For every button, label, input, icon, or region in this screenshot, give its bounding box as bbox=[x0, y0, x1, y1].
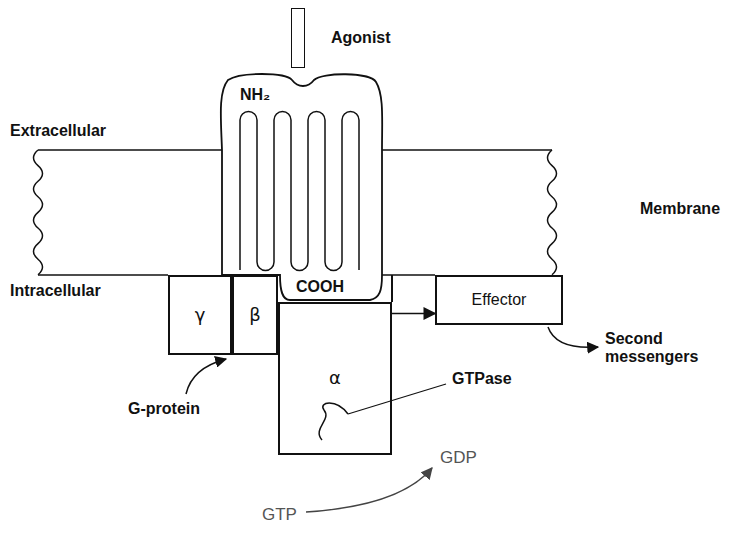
receptor-outline bbox=[215, 70, 387, 302]
node-text: γ bbox=[195, 305, 206, 326]
leader-line bbox=[348, 384, 446, 414]
node-text: α bbox=[329, 368, 341, 389]
terminus-label: COOH bbox=[296, 278, 344, 296]
receptor-shape: NH₂ COOH bbox=[215, 70, 387, 302]
part-label: GTPase bbox=[452, 370, 512, 388]
region-label: Intracellular bbox=[10, 282, 101, 300]
nucleotide-label: GDP bbox=[440, 448, 477, 468]
ligand-box: Agonist bbox=[291, 8, 305, 68]
part-label: G-protein bbox=[128, 400, 200, 418]
membrane-line bbox=[38, 274, 168, 276]
terminus-label: NH₂ bbox=[240, 86, 270, 104]
effector-box: Effector bbox=[435, 275, 563, 325]
region-label: Extracellular bbox=[10, 122, 106, 140]
node-text: β bbox=[249, 305, 261, 326]
leader-arrow bbox=[186, 359, 226, 394]
membrane-edge bbox=[34, 150, 43, 275]
gamma-subunit: γ bbox=[168, 275, 232, 355]
output-label: Second messengers bbox=[605, 330, 717, 367]
membrane-edge bbox=[548, 150, 557, 275]
signal-arrow bbox=[392, 313, 435, 315]
beta-subunit: β bbox=[232, 275, 278, 355]
membrane-line bbox=[382, 149, 552, 151]
output-arrow bbox=[548, 327, 598, 347]
alpha-subunit: α bbox=[278, 302, 392, 455]
gtpase-site bbox=[319, 403, 348, 440]
ligand-label: Agonist bbox=[331, 29, 391, 47]
transmembrane-helices bbox=[240, 112, 359, 271]
exchange-arrow bbox=[306, 468, 432, 512]
region-label: Membrane bbox=[640, 200, 720, 218]
node-text: Effector bbox=[472, 291, 527, 309]
nucleotide-label: GTP bbox=[262, 505, 297, 525]
membrane-line bbox=[38, 149, 222, 151]
receptor-outline bbox=[221, 74, 382, 300]
membrane-line bbox=[382, 274, 435, 276]
alpha-edge-line bbox=[391, 275, 393, 302]
